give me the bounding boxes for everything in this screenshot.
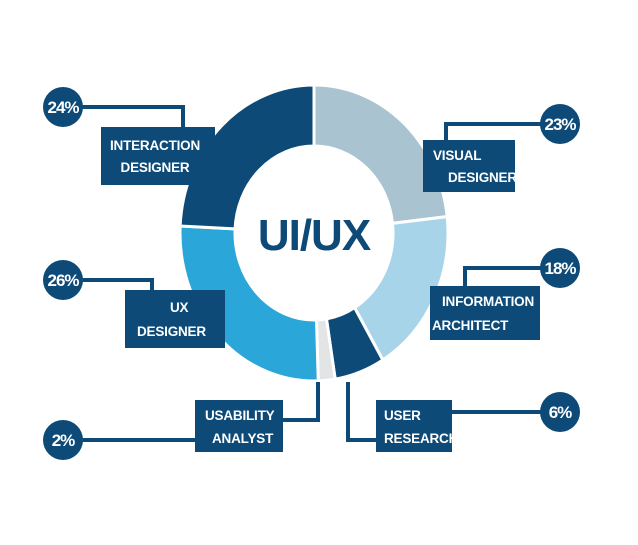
svg-text:24%: 24% <box>47 98 79 117</box>
connector-user-right <box>438 410 543 420</box>
svg-text:DESIGNER: DESIGNER <box>448 170 517 185</box>
percent-badge-interaction: 24% <box>43 87 83 127</box>
svg-text:6%: 6% <box>549 403 572 422</box>
label-user-research: USER RESEARCH <box>376 400 458 452</box>
connector-ux <box>80 278 154 292</box>
svg-text:VISUAL: VISUAL <box>433 148 481 163</box>
percent-badge-information: 18% <box>540 248 580 288</box>
label-interaction-designer: INTERACTION DESIGNER <box>101 127 215 185</box>
svg-text:26%: 26% <box>47 271 79 290</box>
connector-usability-top <box>283 382 320 422</box>
svg-text:2%: 2% <box>52 431 75 450</box>
percent-badge-usability: 2% <box>43 420 83 460</box>
svg-text:18%: 18% <box>544 259 576 278</box>
connector-interaction <box>80 105 185 130</box>
svg-text:USER: USER <box>384 408 421 423</box>
svg-text:ARCHITECT: ARCHITECT <box>432 318 509 333</box>
svg-text:DESIGNER: DESIGNER <box>137 324 206 339</box>
svg-text:DESIGNER: DESIGNER <box>121 160 190 175</box>
center-title: UI/UX <box>258 211 371 260</box>
label-ux-designer: UX DESIGNER <box>125 290 225 348</box>
svg-text:RESEARCH: RESEARCH <box>384 431 458 446</box>
donut-slice-ux-designer <box>178 224 320 383</box>
svg-text:23%: 23% <box>544 115 576 134</box>
percent-badge-user-research: 6% <box>540 392 580 432</box>
label-information-architect: INFORMATION ARCHITECT <box>430 286 540 340</box>
donut-chart <box>178 83 450 383</box>
svg-text:UX: UX <box>170 300 189 315</box>
label-usability-analyst: USABILITY ANALYST <box>195 400 283 452</box>
svg-text:INFORMATION: INFORMATION <box>442 294 534 309</box>
connector-information <box>463 266 543 288</box>
donut-slice-visual-designer <box>312 83 449 226</box>
svg-text:USABILITY: USABILITY <box>205 408 275 423</box>
percent-badge-ux: 26% <box>43 260 83 300</box>
svg-text:INTERACTION: INTERACTION <box>110 138 200 153</box>
connector-user-top <box>346 382 378 442</box>
svg-text:ANALYST: ANALYST <box>212 431 274 446</box>
percent-badge-visual: 23% <box>540 104 580 144</box>
connector-visual <box>444 122 543 142</box>
label-visual-designer: VISUAL DESIGNER <box>423 140 518 192</box>
